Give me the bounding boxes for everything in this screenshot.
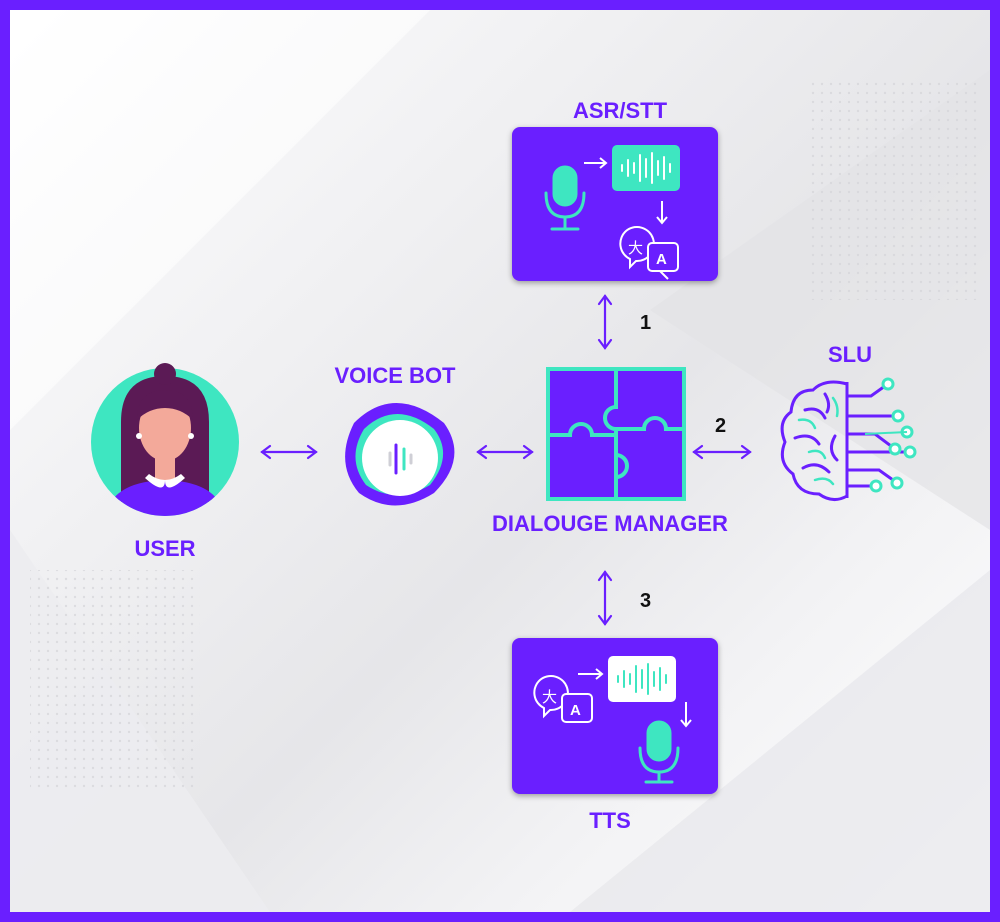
slu-label: SLU bbox=[828, 342, 872, 367]
svg-text:A: A bbox=[570, 702, 581, 719]
tts-panel: 大 A bbox=[512, 638, 718, 794]
step-number-3: 3 bbox=[640, 590, 652, 612]
arrow-asr-manager bbox=[597, 294, 613, 350]
step-number-1: 1 bbox=[640, 312, 652, 334]
microphone-icon bbox=[544, 165, 586, 231]
translate-icon: 大 A bbox=[533, 675, 593, 723]
asr-label: ASR/STT bbox=[572, 98, 668, 123]
arrow-manager-tts bbox=[597, 570, 613, 626]
voice-bot-icon bbox=[345, 403, 455, 506]
svg-text:大: 大 bbox=[628, 239, 643, 257]
puzzle-icon bbox=[546, 367, 686, 501]
waveform-icon bbox=[608, 656, 676, 702]
voice-bot-label: VOICE BOT bbox=[334, 363, 456, 388]
connector-arrows bbox=[260, 294, 752, 626]
microphone-icon bbox=[638, 720, 680, 784]
step-number-2: 2 bbox=[715, 415, 727, 437]
arrow-voicebot-manager bbox=[476, 444, 534, 460]
svg-text:大: 大 bbox=[542, 688, 557, 706]
svg-text:A: A bbox=[656, 251, 667, 268]
waveform-icon bbox=[612, 145, 680, 191]
asr-panel: 大 A bbox=[512, 127, 718, 281]
brain-circuit-icon bbox=[780, 377, 917, 501]
user-avatar-icon bbox=[91, 363, 239, 516]
user-label: USER bbox=[134, 536, 196, 561]
manager-label: DIALOUGE MANAGER bbox=[492, 511, 728, 536]
tts-panel-art: 大 A bbox=[533, 656, 692, 784]
tts-label: TTS bbox=[589, 808, 631, 833]
translate-icon: 大 A bbox=[619, 226, 679, 280]
arrow-manager-slu bbox=[692, 444, 752, 460]
arrow-user-voicebot bbox=[260, 444, 318, 460]
asr-panel-art: 大 A bbox=[544, 145, 680, 280]
